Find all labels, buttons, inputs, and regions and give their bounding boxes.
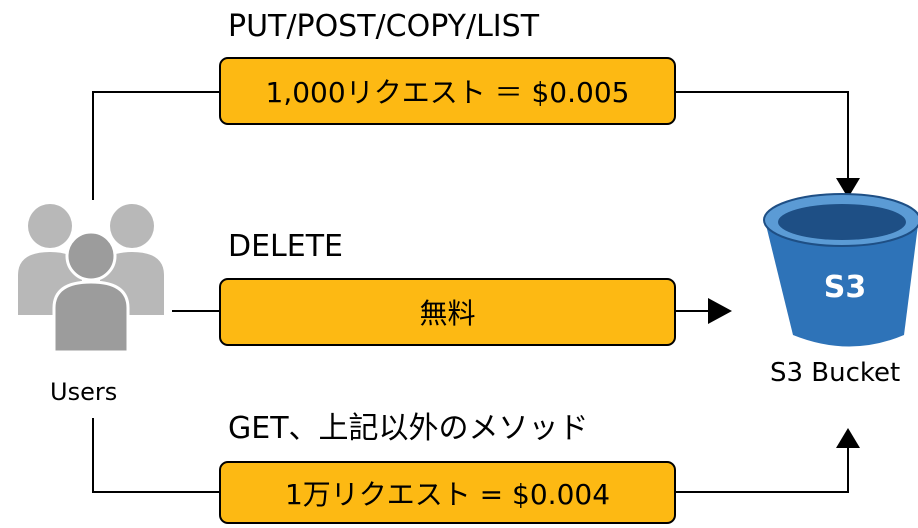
- put-arrow-head: [836, 178, 860, 198]
- get-method-label: GET、上記以外のメソッド: [228, 411, 589, 446]
- s3-bucket-icon: S3: [763, 193, 918, 347]
- delete-price-box: 無料: [219, 278, 676, 346]
- get-arrow-head: [836, 428, 860, 448]
- s3-badge: S3: [824, 270, 866, 305]
- put-connector: [92, 91, 849, 200]
- get-price-text: 1万リクエスト = $0.004: [284, 477, 611, 511]
- users-icon: [18, 204, 164, 354]
- put-price-box: 1,000リクエスト ＝ $0.005: [219, 57, 676, 125]
- put-price-text: 1,000リクエスト ＝ $0.005: [265, 76, 630, 109]
- get-price-box: 1万リクエスト = $0.004: [219, 461, 676, 524]
- delete-price-text: 無料: [419, 297, 476, 330]
- bucket-label: S3 Bucket: [770, 358, 901, 388]
- delete-arrow-head: [708, 298, 732, 324]
- delete-method-label: DELETE: [228, 229, 344, 264]
- put-method-label: PUT/POST/COPY/LIST: [228, 9, 540, 44]
- get-connector: [92, 418, 849, 493]
- users-label: Users: [50, 378, 118, 406]
